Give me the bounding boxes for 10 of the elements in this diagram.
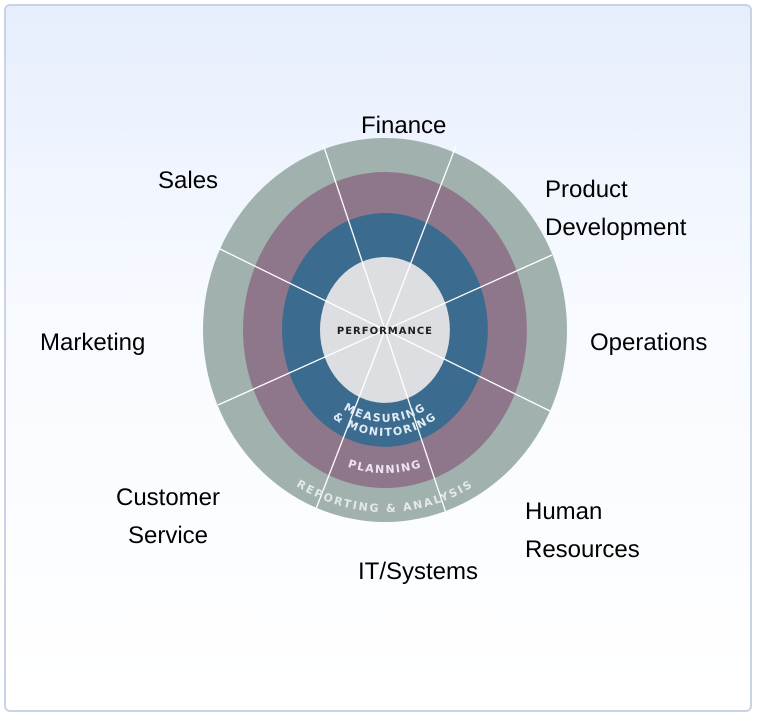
area-label: Product Development bbox=[545, 175, 688, 243]
area-label: Customer Service bbox=[114, 483, 222, 551]
area-label: Human Resources bbox=[525, 497, 641, 565]
area-label: Finance bbox=[361, 111, 448, 141]
area-label: IT/Systems bbox=[358, 557, 480, 587]
area-label: Operations bbox=[590, 328, 708, 358]
ring-label: PERFORMANCE bbox=[336, 326, 434, 337]
area-label: Sales bbox=[158, 166, 220, 196]
ring-label: PLANNING bbox=[346, 457, 424, 476]
area-label: Marketing bbox=[40, 328, 146, 358]
